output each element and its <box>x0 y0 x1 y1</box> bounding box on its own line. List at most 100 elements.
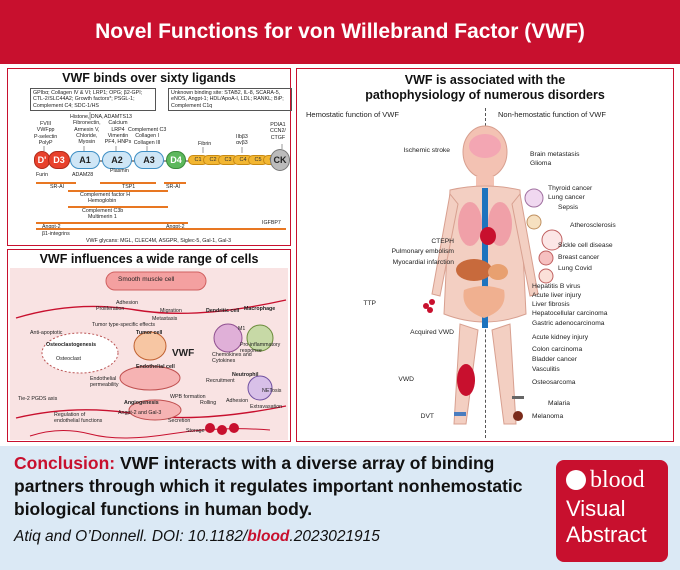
cells-panel-title: VWF influences a wide range of cells <box>39 252 259 266</box>
disease-right-3: Lung cancer <box>548 194 585 201</box>
bar-igfbp7 <box>36 228 286 230</box>
disease-right-12: Hepatocellular carcinoma <box>532 310 608 317</box>
disease-right-0: Brain metastasis <box>530 151 580 158</box>
conclusion-body: VWF interacts with a diverse array of bi… <box>14 453 523 519</box>
disease-right-18: Osteosarcoma <box>532 379 576 386</box>
label-complement-h: Complement factor H <box>80 192 131 198</box>
cell-label-2: Tumor cell <box>136 330 163 336</box>
disease-left-3: Myocardial infarction <box>392 259 454 266</box>
disease-right-6: Sickle cell disease <box>558 242 613 249</box>
cell-label-13: Tumor type-specific effects <box>92 322 155 328</box>
domain-a3: A3 <box>134 151 164 169</box>
cell-label-22: Extravasation <box>250 404 283 410</box>
disease-right-14: Acute kidney injury <box>532 334 589 341</box>
logo-line2: Abstract <box>566 522 647 547</box>
label-igfbp7: IGFBP7 <box>262 220 281 226</box>
domain-d3: D3 <box>48 151 70 169</box>
cell-label-25: Secretion <box>168 418 191 424</box>
citation-journal: blood <box>247 528 290 545</box>
label-multimerin: Multimerin 1 <box>88 214 117 220</box>
cell-label-4: Angiogenesis <box>124 400 159 406</box>
cell-label-21: Adhesion <box>226 398 249 404</box>
cells-illustration <box>10 268 288 440</box>
disease-right-15: Colon carcinoma <box>532 346 583 353</box>
label-b1-integrins: β1-integrins <box>42 231 70 237</box>
ligands-fibrin: Fibrin <box>198 141 212 147</box>
citation-authors: Atiq and O’Donnell. DOI: 10.1182/ <box>14 528 248 545</box>
disease-left-6: VWD <box>398 376 414 383</box>
disease-right-8: Lung Covid <box>558 265 592 272</box>
disease-left-header: Hemostatic function of VWF <box>306 110 399 119</box>
disease-left-7: DVT <box>420 413 434 420</box>
cell-label-8: Anti-apoptotic <box>30 330 63 336</box>
ligands-panel-title: VWF binds over sixty ligands <box>62 71 236 85</box>
label-angpt2-right: Angpt-2 <box>166 224 185 230</box>
disease-right-9: Hepatitis B virus <box>532 283 581 290</box>
page-title: Novel Functions for von Willebrand Facto… <box>95 20 585 43</box>
cell-label-26: Chemokines and Cytokines <box>212 352 252 365</box>
disease-left-5: Acquired VWD <box>410 329 454 336</box>
disease-right-4: Sepsis <box>558 204 579 211</box>
title-bar: Novel Functions for von Willebrand Facto… <box>0 0 680 64</box>
cell-label-16: Angpt-2 and Gal-3 <box>118 410 162 416</box>
disease-left-4: TTP <box>363 300 376 307</box>
bar-srai-left <box>36 182 76 184</box>
label-glycans: VWF glycans: MGL, CLEC4M, ASGPR, Siglec-… <box>86 238 232 244</box>
label-tsp1: TSP1 <box>122 184 136 190</box>
disease-right-5: Atherosclerosis <box>570 222 616 229</box>
cell-label-19: Recruitment <box>206 378 235 384</box>
domain-a1: A1 <box>70 151 100 169</box>
disease-icons <box>423 188 563 421</box>
cell-label-11: Migration <box>160 308 182 314</box>
cell-label-18: Pro-inflammatory response <box>240 342 281 355</box>
cell-label-28: Tie-2 PGDS axis <box>18 396 58 402</box>
bar-tsp1 <box>100 182 156 184</box>
ligands-integrin: IIbβ3 αvβ3 <box>236 134 248 147</box>
disease-right-1: Glioma <box>530 160 552 167</box>
label-srai-right: SR-AI <box>166 184 181 190</box>
human-body-illustration <box>431 125 539 425</box>
disease-right-16: Bladder cancer <box>532 356 577 363</box>
label-adam28: ADAM28 <box>72 172 94 178</box>
cell-label-20: Rolling <box>200 400 217 406</box>
cell-label-1: Osteoclast <box>56 356 82 362</box>
logo-drop-icon <box>566 470 586 490</box>
bar-angpt2-left <box>36 222 168 224</box>
bar-srai-right <box>164 182 186 184</box>
cell-label-10: Proliferation <box>96 306 125 312</box>
bar-complement-c3b <box>68 206 168 208</box>
ligands-col3: ADAMTS13 Calcium LRP4 Vimentin PF4, HNPs <box>104 114 132 146</box>
label-plasmin: Plasmin <box>110 168 129 174</box>
domain-a2: A2 <box>102 151 132 169</box>
cell-label-15: WPB formation <box>170 394 206 400</box>
ligands-connector-lines <box>43 112 283 153</box>
cell-label-9: Adhesion <box>116 300 139 306</box>
disease-right-10: Acute liver injury <box>532 292 582 299</box>
label-angpt2-left: Angpt-2 <box>42 224 61 230</box>
ligands-top-box-left: GPIbα; Collagen IV & VI; LRP1; OPG; β2-G… <box>30 88 156 111</box>
disease-right-13: Gastric adenocarcinoma <box>532 320 605 327</box>
disease-panel-title: VWF is associated with the pathophysiolo… <box>365 73 605 102</box>
ligands-col1: FVIII VWFpp P-selectin PolyP <box>34 121 58 146</box>
cell-label-0: Osteoclastogenesis <box>46 342 97 348</box>
ligands-col4: Complement C3 Collagen I Collagen III <box>128 127 167 146</box>
ligands-col-right: PDIA1 CCN2/ CTGF <box>270 122 286 141</box>
disease-right-7: Breast cancer <box>558 254 600 261</box>
bar-angpt2-right <box>166 222 188 224</box>
disease-right-11: Liver fibrosis <box>532 301 570 308</box>
label-srai-left: SR-AI <box>50 184 65 190</box>
cell-label-14: Endothelial permeability <box>90 376 119 389</box>
disease-left-2: Pulmonary embolism <box>391 248 454 255</box>
conclusion-text: Conclusion: VWF interacts with a diverse… <box>14 452 542 521</box>
cell-label-6: Macrophage <box>244 306 276 312</box>
cell-label-24: Storage <box>186 428 205 434</box>
domain-d4: D4 <box>166 151 186 169</box>
citation-doi-rest: .2023021915 <box>289 528 380 545</box>
cells-center-vwf: VWF <box>172 348 195 359</box>
disease-right-19: Malaria <box>548 400 570 407</box>
cell-label-5: Dendritic cell <box>206 308 240 314</box>
citation: Atiq and O’Donnell. DOI: 10.1182/blood.2… <box>14 528 380 546</box>
domain-ck: CK <box>270 149 290 171</box>
label-furin: Furin <box>36 172 49 178</box>
bar-complement-h <box>68 190 168 192</box>
